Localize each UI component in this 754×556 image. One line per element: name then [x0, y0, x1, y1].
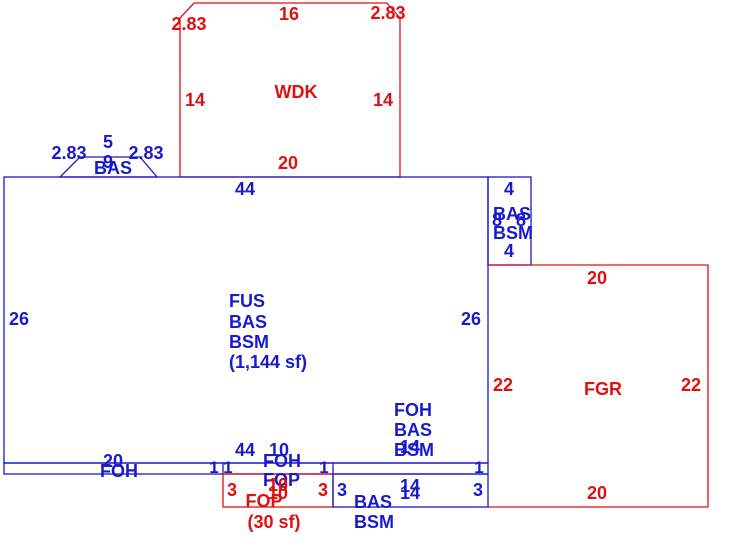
bas-bsm-low-label-line-1: BAS — [354, 492, 392, 512]
bas-bsm-low-outline — [332, 473, 489, 508]
foh-mid-top-dim: 44 — [235, 440, 255, 460]
foh-mid-left-end-dim: 1 — [223, 458, 232, 477]
foh-left-top-dim: 20 — [103, 451, 123, 471]
main-area-label: (1,144 sf) — [229, 352, 307, 372]
fop-label: FOP — [245, 491, 282, 511]
bay-bottom-dim: 9 — [103, 152, 113, 172]
foh-mid-label-line-2: FOP — [263, 470, 300, 490]
wdk-label: WDK — [275, 82, 318, 102]
fop-right-dim: 3 — [318, 480, 328, 500]
main-right-dim: 26 — [461, 309, 481, 329]
side-label-line-2: BSM — [493, 223, 533, 243]
wdk-left-dim: 14 — [185, 90, 205, 110]
foh-right-label-line-2: BAS — [394, 420, 432, 440]
foh-left-end-dim: 1 — [209, 458, 218, 477]
foh-left-label: FOH — [100, 461, 138, 481]
wdk-corner-left-dim: 2.83 — [171, 14, 206, 34]
bas-bsm-low-bottom-dim: 14 — [400, 483, 420, 503]
fgr-top-dim: 20 — [587, 268, 607, 288]
fgr-right-dim: 22 — [681, 375, 701, 395]
side-right-dim: 8 — [516, 210, 526, 230]
main-left-dim: 26 — [9, 309, 29, 329]
wdk-corner-right-dim: 2.83 — [370, 3, 405, 23]
main-top-dim: 44 — [235, 179, 255, 199]
wdk-bottom-dim: 20 — [278, 153, 298, 173]
foh-mid-label-line-1: FOH — [263, 451, 301, 471]
foh-right-dim: 14 — [400, 437, 420, 457]
bas-bsm-low-label-line-2: BSM — [354, 512, 394, 532]
foh-right-end-dim: 1 — [474, 458, 483, 477]
bay-top-dim: 5 — [103, 132, 113, 152]
wdk-right-dim: 14 — [373, 90, 393, 110]
fgr-left-dim: 22 — [493, 375, 513, 395]
fop-left-dim: 3 — [227, 480, 237, 500]
bay-right-dim: 2.83 — [128, 143, 163, 163]
fgr-bottom-dim: 20 — [587, 483, 607, 503]
side-label-line-1: BAS — [493, 204, 531, 224]
side-left-dim: 8 — [492, 210, 502, 230]
main-label-line-1: FUS — [229, 291, 265, 311]
main-label-line-2: BAS — [229, 312, 267, 332]
bas-bsm-low-top-dim: 14 — [400, 476, 420, 496]
fop-top-dim: 10 — [268, 475, 288, 495]
side-top-dim: 4 — [504, 179, 514, 199]
foh-right-label-line-3: BSM — [394, 440, 434, 460]
bas-bsm-low-left-dim: 3 — [337, 480, 347, 500]
foh-strip-outline — [3, 462, 489, 475]
wdk-top-dim: 16 — [279, 4, 299, 24]
bay-left-dim: 2.83 — [51, 143, 86, 163]
foh-right-label-line-1: FOH — [394, 400, 432, 420]
main-label-line-3: BSM — [229, 332, 269, 352]
fgr-label: FGR — [584, 379, 622, 399]
fgr-outline — [488, 264, 709, 508]
fop-bottom-dim: 10 — [268, 483, 288, 503]
fop-area-label: (30 sf) — [247, 512, 300, 532]
bay-label: BAS — [94, 158, 132, 178]
foh-mid-right-end-dim: 1 — [319, 458, 328, 477]
bas-bsm-low-right-dim: 3 — [473, 480, 483, 500]
side-bottom-dim: 4 — [504, 241, 514, 261]
foh-mid-dim: 10 — [269, 440, 289, 460]
